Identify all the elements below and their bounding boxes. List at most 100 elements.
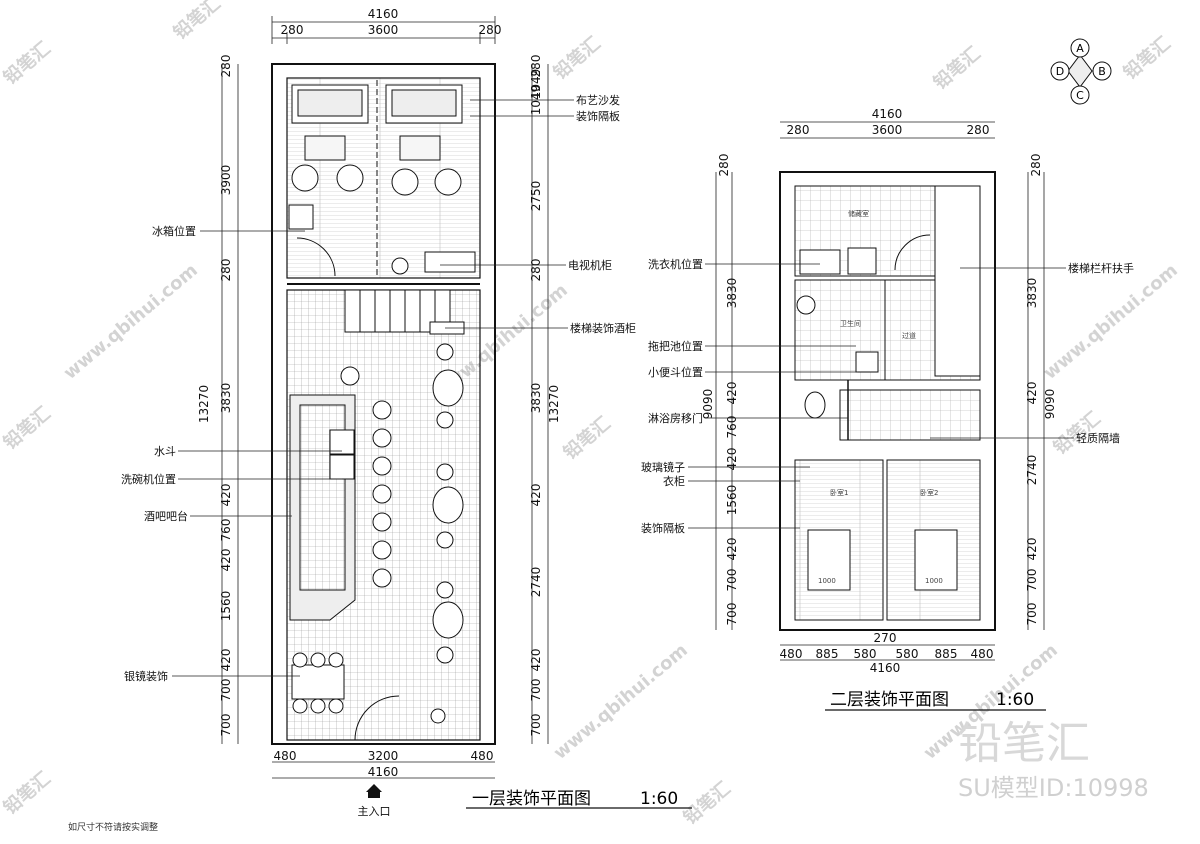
floor2-plan: 4160 280 3600 280 1000 1000 储藏室 卫生间 过道 卧… — [641, 107, 1134, 711]
compass-label: B — [1098, 65, 1106, 78]
dim-label: 420 — [725, 538, 739, 561]
dim-label: 760 — [725, 416, 739, 439]
hall — [839, 389, 981, 441]
stair-void — [934, 185, 981, 377]
dim-label: 480 — [780, 647, 803, 661]
dim-label: 885 — [816, 647, 839, 661]
brand-model-id: SU模型ID:10998 — [958, 774, 1149, 802]
dim-label: 480 — [971, 647, 994, 661]
room-name: 卫生间 — [840, 319, 861, 328]
bed-tag: 1000 — [818, 577, 836, 585]
floor1-title: 一层装饰平面图 — [472, 789, 591, 809]
compass-label: D — [1056, 65, 1064, 78]
fridge — [288, 204, 314, 230]
urinal — [855, 351, 879, 373]
dim-label: 480 — [274, 749, 297, 763]
dim-label: 280 — [1029, 154, 1043, 177]
label-washer: 洗衣机位置 — [648, 257, 703, 271]
room-name: 卧室1 — [830, 488, 848, 497]
watermark: 铅笔汇 — [169, 0, 225, 44]
label-partition: 装饰隔板 — [576, 109, 620, 123]
leader-lines — [688, 263, 1074, 529]
dim-label: 700 — [529, 679, 543, 702]
dim-label: 280 — [219, 259, 233, 282]
dim-label: 280 — [529, 259, 543, 282]
floor1-dim-left: 280 — [281, 23, 304, 37]
dishwasher — [329, 454, 355, 480]
dim-label: 1049 — [529, 69, 543, 100]
dim-label: 3830 — [725, 278, 739, 309]
watermark: 铅笔汇 — [679, 777, 735, 829]
dim-label: 3900 — [219, 165, 233, 196]
bed-tag: 1000 — [925, 577, 943, 585]
floor1-right-total: 13270 — [547, 385, 561, 423]
dim-label: 580 — [896, 647, 919, 661]
label-mirror: 玻璃镜子 — [641, 460, 685, 474]
coffee-table — [304, 135, 441, 161]
watermark: www.qbihui.com — [550, 640, 692, 764]
floor1-total-width: 4160 — [368, 7, 399, 21]
label-wardrobe: 衣柜 — [663, 474, 685, 488]
basin — [796, 295, 816, 315]
floor2-outer-wall — [779, 171, 996, 631]
floor1-left-total: 13270 — [197, 385, 211, 423]
label-tv-cabinet: 电视机柜 — [568, 258, 612, 272]
room-name: 储藏室 — [848, 209, 869, 218]
floor2-title: 二层装饰平面图 — [830, 690, 949, 710]
label-sink: 水斗 — [154, 445, 176, 458]
dim-label: 420 — [725, 448, 739, 471]
note-text: 如尺寸不符请按实调整 — [68, 821, 158, 833]
bed — [807, 529, 851, 591]
dim-label: 700 — [725, 569, 739, 592]
dim-label: 480 — [471, 749, 494, 763]
dim-label: 700 — [529, 714, 543, 737]
brand-logo: 铅笔汇 — [958, 718, 1090, 769]
floor2-total-width: 4160 — [872, 107, 903, 121]
watermark: 铅笔汇 — [0, 402, 55, 454]
watermark: 铅笔汇 — [929, 42, 985, 94]
dim-label: 885 — [935, 647, 958, 661]
watermark: 铅笔汇 — [1119, 32, 1175, 84]
label-partition: 装饰隔板 — [641, 521, 685, 535]
dim-label: 280 — [967, 123, 990, 137]
tv-cabinet — [424, 251, 476, 273]
label-dishwasher: 洗碗机位置 — [121, 472, 176, 486]
entrance-door — [354, 695, 400, 741]
dim-label: 700 — [1025, 603, 1039, 626]
label-bar-counter: 酒吧吧台 — [144, 509, 188, 523]
dim-label: 280 — [529, 55, 543, 78]
plant — [430, 708, 446, 724]
dim-label: 3200 — [368, 749, 399, 763]
dim-label: 1560 — [219, 591, 233, 622]
dim-label: 700 — [1025, 569, 1039, 592]
dim-label: 3830 — [1025, 278, 1039, 309]
dining-chair — [292, 652, 344, 714]
washing-machine — [799, 249, 841, 275]
dim-label: 2750 — [529, 181, 543, 212]
dim-label: 2740 — [1025, 455, 1039, 486]
round-table — [432, 343, 464, 664]
sofa — [291, 84, 463, 124]
dim-label: 420 — [529, 484, 543, 507]
label-stair-rail: 楼梯栏杆扶手 — [1068, 261, 1134, 275]
floor1-outer-wall — [271, 63, 496, 745]
label-sofa: 布艺沙发 — [576, 93, 620, 107]
watermark: www.qbihui.com — [60, 260, 202, 384]
label-mirror: 银镜装饰 — [124, 669, 168, 683]
dim-label: 700 — [725, 603, 739, 626]
dim-label: 420 — [219, 484, 233, 507]
dim-label: 270 — [874, 631, 897, 645]
dim-label: 420 — [1025, 538, 1039, 561]
label-mop-sink: 拖把池位置 — [648, 339, 703, 353]
floor2-bottom-total: 4160 — [870, 661, 901, 675]
dim-label: 420 — [529, 649, 543, 672]
floor1-dim-right: 280 — [479, 23, 502, 37]
dim-label: 760 — [219, 519, 233, 542]
watermark: 铅笔汇 — [0, 767, 55, 819]
dim-label: 3600 — [872, 123, 903, 137]
compass-label: C — [1076, 89, 1084, 102]
door-swing — [296, 237, 336, 277]
plant — [391, 257, 409, 275]
dim-label: 420 — [725, 382, 739, 405]
sink — [329, 429, 355, 455]
